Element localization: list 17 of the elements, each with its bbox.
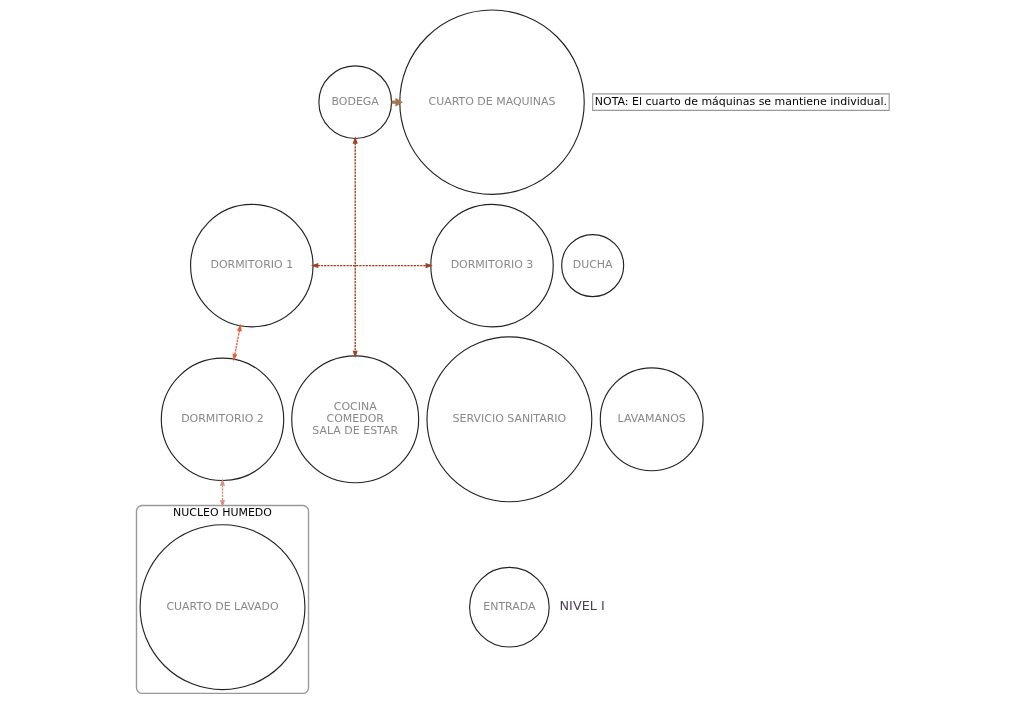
arrow: [352, 136, 358, 358]
node-circle: DUCHA: [560, 234, 624, 298]
label: NIVEL I: [559, 598, 605, 614]
node-circle: COCINA COMEDOR SALA DE ESTAR: [290, 355, 419, 484]
node-circle: LAVAMANOS: [599, 367, 704, 472]
node-circle: DORMITORIO 1: [189, 203, 314, 328]
node-box: NOTA: El cuarto de máquinas se mantiene individual.: [591, 93, 890, 111]
node-circle: BODEGA: [317, 65, 392, 140]
node-circle: CUARTO DE MAQUINAS: [398, 9, 585, 195]
arrow: [310, 263, 433, 269]
node-circle: DORMITORIO 2: [160, 357, 284, 482]
node-circle: ENTRADA: [468, 566, 550, 648]
node-circle: DORMITORIO 3: [429, 203, 554, 328]
node-circle: SERVICIO SANITARIO: [425, 336, 592, 503]
node-circle: CUARTO DE LAVADO: [139, 524, 305, 691]
arrow: [219, 478, 225, 508]
arrow: [231, 323, 242, 362]
